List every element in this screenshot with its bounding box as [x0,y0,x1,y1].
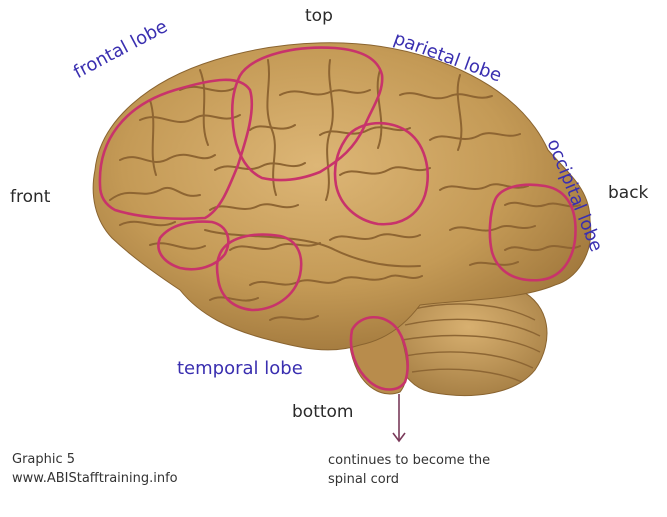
label-temporal-lobe: temporal lobe [177,358,303,379]
label-back: back [608,183,648,203]
label-front: front [10,187,50,207]
spinal-arrow [393,394,405,441]
caption-graphic: Graphic 5 [12,450,178,469]
spinal-cord-note: continues to become the spinal cord [328,451,490,489]
caption: Graphic 5 www.ABIStafftraining.info [12,450,178,488]
label-top: top [305,6,333,26]
label-bottom: bottom [292,402,353,422]
spinal-note-line1: continues to become the [328,451,490,470]
spinal-note-line2: spinal cord [328,470,490,489]
caption-website[interactable]: www.ABIStafftraining.info [12,469,178,488]
